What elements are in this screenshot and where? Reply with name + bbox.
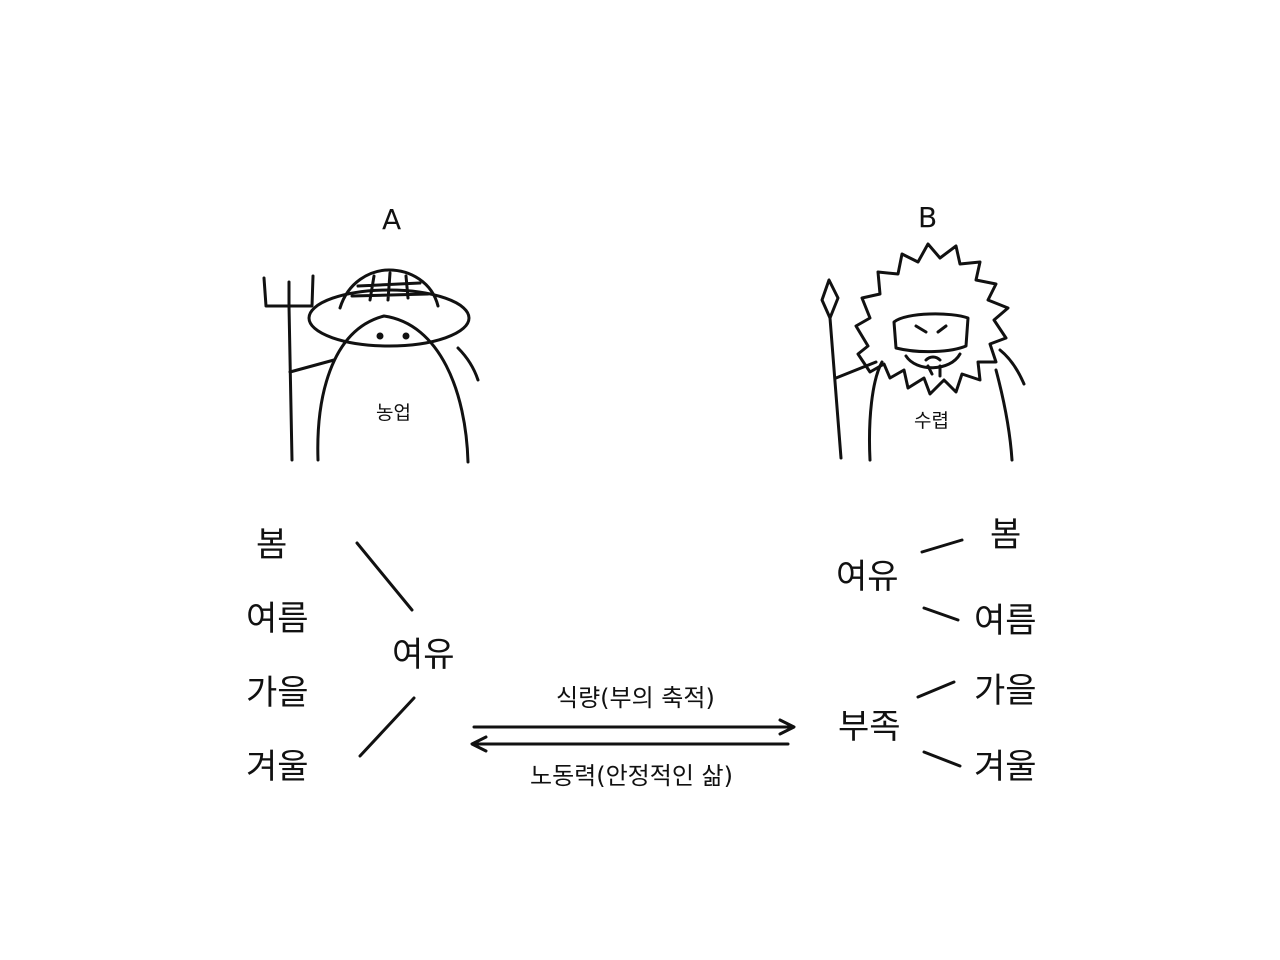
hunter-state-surplus: 여유 <box>836 557 899 597</box>
hunter-season-summer: 여름 <box>974 601 1037 641</box>
hunter-season-winter: 겨울 <box>974 747 1037 787</box>
character-b-role: 수렵 <box>914 410 949 432</box>
character-b-letter: B <box>918 201 938 234</box>
farmer-figure <box>262 268 480 464</box>
farmer-season-winter: 겨울 <box>246 747 309 787</box>
hunter-season-spring: 봄 <box>990 515 1022 555</box>
farmer-state: 여유 <box>392 635 455 675</box>
character-a-role: 농업 <box>376 402 411 424</box>
spear-icon <box>820 278 843 460</box>
hunter-connectors <box>916 538 964 768</box>
farmer-connectors <box>355 541 416 758</box>
pitchfork-icon <box>262 274 315 462</box>
exchange-arrows <box>470 718 796 753</box>
farmer-season-summer: 여름 <box>246 599 309 639</box>
farmer-season-spring: 봄 <box>256 525 288 565</box>
exchange-label-labor: 노동력(안정적인 삶) <box>530 762 733 790</box>
character-a-letter: A <box>382 203 402 236</box>
hunter-season-autumn: 가을 <box>974 671 1037 711</box>
hunter-figure <box>820 242 1026 462</box>
farmer-season-autumn: 가을 <box>246 673 309 713</box>
exchange-label-food: 식량(부의 축적) <box>556 684 715 712</box>
hunter-state-shortage: 부족 <box>838 707 901 747</box>
